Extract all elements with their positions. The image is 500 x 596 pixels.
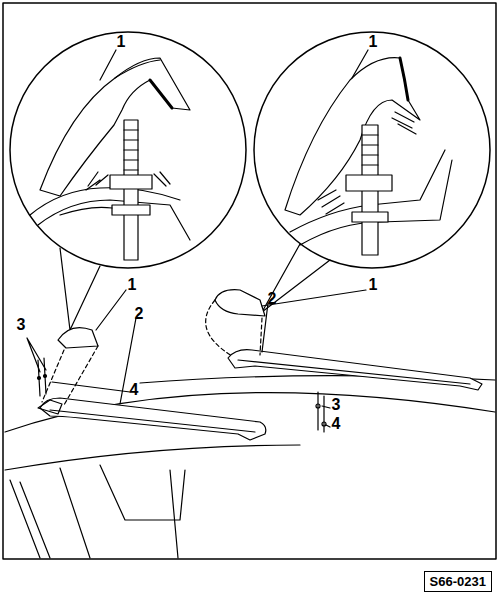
- callout-number: 3: [17, 317, 26, 333]
- callout-number: 1: [128, 277, 137, 293]
- left-detail: [30, 58, 190, 260]
- right-detail: [285, 58, 452, 255]
- left-end-cap: [58, 328, 98, 348]
- callout-number: 4: [130, 382, 139, 398]
- figure-id: S66-0231: [430, 575, 486, 588]
- callout-number: 2: [268, 291, 277, 307]
- figure-id-box: S66-0231: [424, 571, 492, 592]
- callout-number: 1: [369, 277, 378, 293]
- right-end-cap: [215, 290, 265, 316]
- callout-number: 1: [369, 34, 378, 50]
- callout-number: 4: [332, 416, 341, 432]
- callout-number: 1: [117, 34, 126, 50]
- right-roof-rail: [228, 350, 482, 390]
- car-roof: [5, 376, 495, 558]
- callout-number: 2: [135, 306, 144, 322]
- callout-number: 3: [332, 397, 341, 413]
- left-roof-rail: [38, 398, 266, 440]
